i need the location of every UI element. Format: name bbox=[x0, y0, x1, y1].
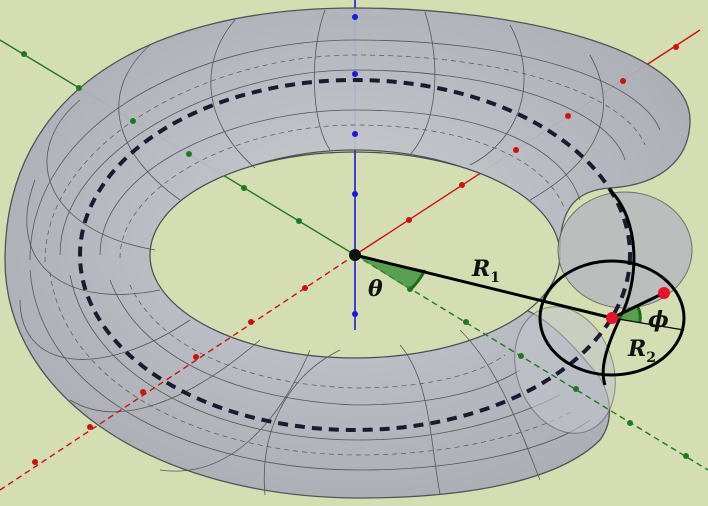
phi-label: ϕ bbox=[648, 307, 669, 333]
svg-text:R2: R2 bbox=[627, 336, 656, 366]
r1-line bbox=[354, 253, 613, 320]
y-axis-front bbox=[354, 254, 708, 471]
axes-front bbox=[0, 254, 708, 491]
core-circle bbox=[78, 78, 632, 432]
origin-point bbox=[349, 249, 361, 261]
r2-subscript: 2 bbox=[646, 350, 656, 366]
r1-subscript: 1 bbox=[490, 270, 500, 286]
svg-text:R1: R1 bbox=[471, 256, 500, 286]
r2-label: R bbox=[627, 336, 646, 362]
x-axis-front bbox=[0, 254, 356, 491]
theta-label: θ bbox=[368, 276, 383, 302]
meridian-lines bbox=[19, 9, 604, 496]
torus bbox=[4, 7, 693, 499]
theta-angle bbox=[355, 255, 425, 290]
surface-point bbox=[658, 287, 670, 299]
latitude-lines bbox=[29, 39, 661, 471]
z-axis-ticks bbox=[352, 14, 358, 317]
r1-label: R bbox=[471, 256, 490, 282]
r2-line bbox=[611, 291, 665, 320]
tube-center-point bbox=[606, 312, 618, 324]
tube-circle-vertical bbox=[601, 188, 636, 386]
tube-circles bbox=[538, 188, 686, 386]
phi-angle bbox=[612, 307, 641, 322]
x-axis-ticks bbox=[32, 44, 679, 465]
horizontal-ref-line bbox=[611, 317, 685, 331]
latitude-lines-dashed bbox=[44, 54, 646, 456]
tube-circle-horizontal bbox=[538, 259, 686, 377]
